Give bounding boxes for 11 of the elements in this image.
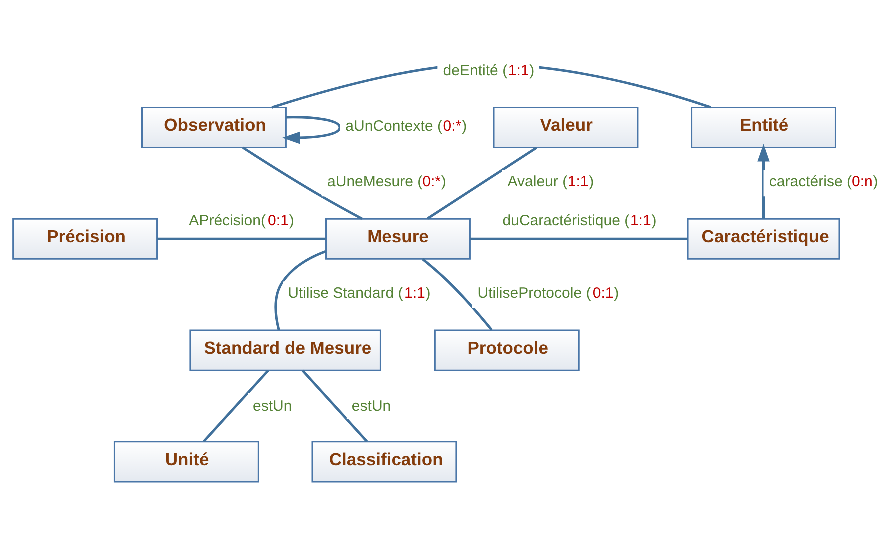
edge-label: Avaleur (1:1) — [508, 174, 594, 191]
edge-label: UtiliseProtocole (0:1) — [478, 285, 620, 302]
edge-label: Utilise Standard (1:1) — [288, 285, 431, 302]
edge-label: aUnContexte (0:*) — [346, 118, 468, 135]
edge-label: duCaractéristique (1:1) — [502, 212, 657, 230]
edge-label: APrécision(0:1) — [189, 212, 294, 230]
edge-label: aUneMesure (0:*) — [328, 174, 446, 191]
edge-label: deEntité (1:1) — [443, 62, 535, 80]
edge-label: caractérise (0:n) — [769, 174, 878, 191]
edge-label: estUn — [352, 398, 392, 415]
edge-label: estUn — [253, 398, 292, 415]
